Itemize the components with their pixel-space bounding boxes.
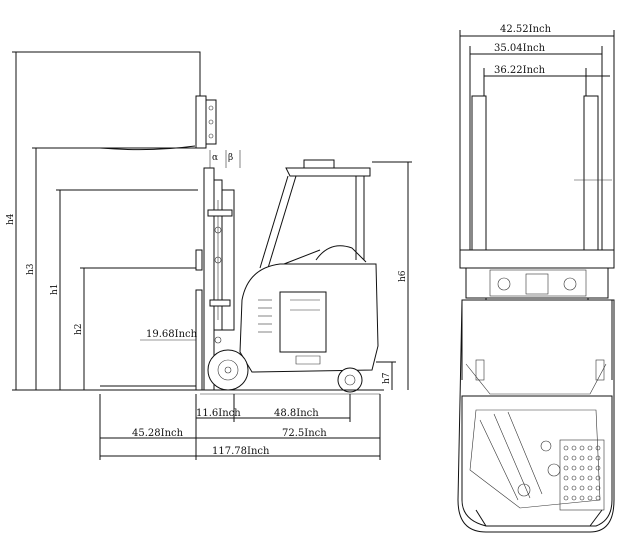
fork-outer-label: 35.04Inch <box>494 43 546 54</box>
dim-h1: h1 <box>50 283 60 295</box>
dim-h6: h6 <box>398 270 408 282</box>
wheel-front-label: 11.6Inch <box>196 408 241 419</box>
floor-mat <box>559 439 605 511</box>
angle-beta: β <box>228 153 233 163</box>
angle-alpha: α <box>212 153 218 163</box>
dim-h7: h7 <box>382 372 392 384</box>
side-view: h4 h3 h1 h2 <box>6 51 412 460</box>
overall-width-label: 42.52Inch <box>500 24 552 35</box>
dim-h3: h3 <box>26 263 36 275</box>
top-view: 42.52Inch 35.04Inch 36.22Inch <box>457 24 615 533</box>
dim-h4: h4 <box>6 213 16 225</box>
body-length-label: 72.5Inch <box>282 428 327 439</box>
fork-height-label: 19.68Inch <box>146 329 198 340</box>
fork-inner-label: 36.22Inch <box>494 65 546 76</box>
overall-length-label: 117.78Inch <box>212 446 270 457</box>
dim-h2: h2 <box>74 323 84 335</box>
fork-length-label: 45.28Inch <box>132 428 184 439</box>
wheelbase-label: 48.8Inch <box>274 408 319 419</box>
